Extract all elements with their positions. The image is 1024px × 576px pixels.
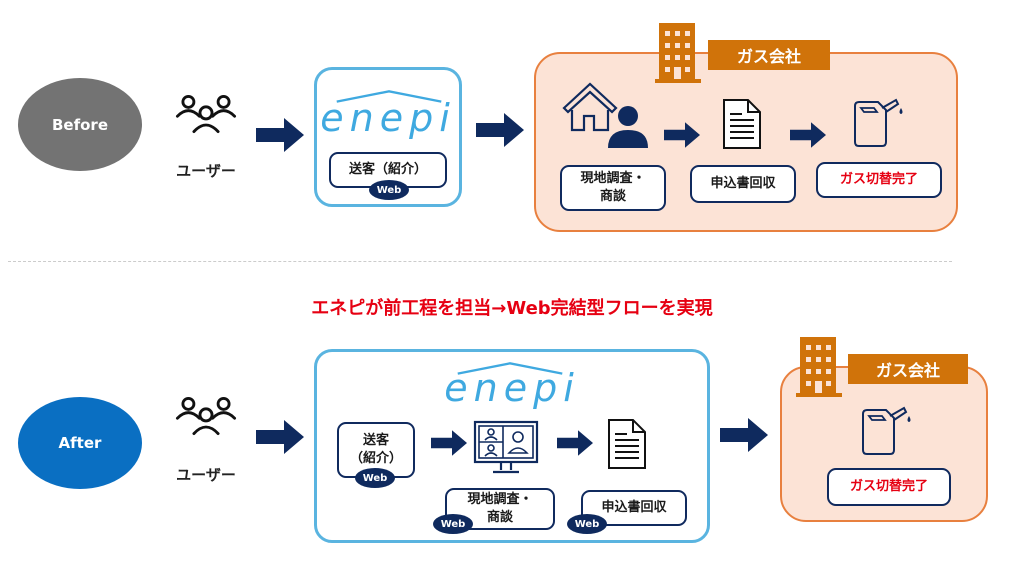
arrow-right-icon bbox=[256, 118, 304, 152]
step-label: 申込書回収 bbox=[601, 500, 667, 516]
arrow-right-icon bbox=[664, 122, 700, 148]
after-badge: After bbox=[18, 397, 142, 489]
users-icon bbox=[172, 394, 240, 438]
arrow-right-icon bbox=[431, 430, 467, 456]
section-divider bbox=[8, 261, 952, 262]
before-user-label: ユーザー bbox=[176, 162, 236, 180]
enepi-logo: enepi bbox=[320, 96, 456, 140]
web-badge: Web bbox=[369, 180, 409, 200]
arrow-right-icon bbox=[476, 113, 524, 147]
after-gas-switch-step: ガス切替完了 bbox=[827, 468, 951, 506]
arrow-right-icon bbox=[720, 418, 768, 452]
web-badge: Web bbox=[355, 468, 395, 488]
step-label: ガス切替完了 bbox=[849, 479, 928, 495]
step-label: 申込書回収 bbox=[710, 176, 776, 192]
before-application-step: 申込書回収 bbox=[690, 165, 796, 203]
users-icon bbox=[172, 92, 240, 136]
step-label: 送客 （紹介） bbox=[349, 433, 402, 466]
web-badge-label: Web bbox=[376, 184, 402, 196]
building-icon bbox=[655, 22, 701, 84]
building-icon bbox=[796, 336, 842, 398]
before-enepi-box: enepi 送客（紹介） Web bbox=[314, 67, 462, 207]
house-person-icon bbox=[562, 80, 652, 150]
web-badge-label: Web bbox=[362, 472, 388, 484]
web-badge: Web bbox=[567, 514, 607, 534]
before-badge: Before bbox=[18, 78, 142, 171]
web-badge: Web bbox=[433, 514, 473, 534]
gas-can-icon bbox=[860, 404, 914, 456]
step-label: ガス切替完了 bbox=[839, 172, 918, 188]
after-enepi-box: enepi 送客 （紹介） Web 現地調査・ 商談 Web 申込書回収 Web bbox=[314, 349, 710, 543]
arrow-right-icon bbox=[256, 420, 304, 454]
gas-company-tag: ガス会社 bbox=[708, 40, 830, 70]
arrow-right-icon bbox=[790, 122, 826, 148]
after-badge-label: After bbox=[58, 434, 102, 452]
enepi-logo: enepi bbox=[444, 366, 580, 410]
before-site-survey-step: 現地調査・ 商談 bbox=[560, 165, 666, 211]
after-referral-step: 送客 （紹介） bbox=[337, 422, 415, 478]
headline: エネピが前工程を担当→Web完結型フローを実現 bbox=[311, 298, 713, 319]
step-label: 送客（紹介） bbox=[348, 162, 427, 178]
before-badge-label: Before bbox=[51, 115, 108, 134]
gas-company-tag-label: ガス会社 bbox=[875, 361, 940, 380]
document-icon bbox=[722, 98, 762, 150]
web-badge-label: Web bbox=[440, 518, 466, 530]
after-user-label: ユーザー bbox=[176, 466, 236, 484]
arrow-right-icon bbox=[557, 430, 593, 456]
step-label: 現地調査・ 商談 bbox=[467, 492, 533, 525]
video-call-icon bbox=[473, 420, 539, 476]
step-label: 現地調査・ 商談 bbox=[580, 171, 646, 204]
gas-company-tag-label: ガス会社 bbox=[736, 47, 801, 66]
before-gas-switch-step: ガス切替完了 bbox=[816, 162, 942, 198]
web-badge-label: Web bbox=[574, 518, 600, 530]
document-icon bbox=[607, 418, 647, 470]
gas-can-icon bbox=[852, 96, 906, 148]
gas-company-tag: ガス会社 bbox=[848, 354, 968, 384]
